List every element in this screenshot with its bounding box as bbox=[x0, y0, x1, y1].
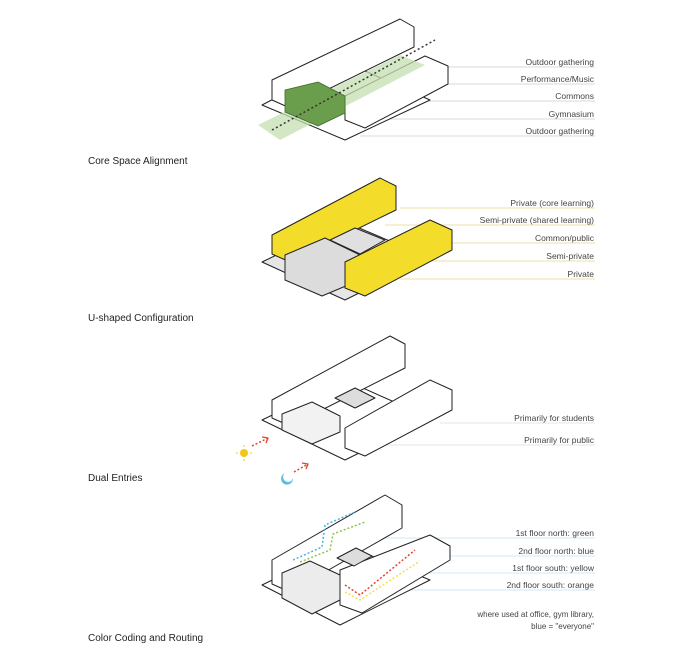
moon-icon bbox=[281, 473, 294, 485]
student-entry-arrow bbox=[251, 437, 269, 447]
core-space-alignment-diagram bbox=[258, 18, 595, 141]
label-gymnasium: Gymnasium bbox=[548, 109, 594, 119]
label-public: Primarily for public bbox=[524, 435, 594, 445]
label-common-public: Common/public bbox=[534, 233, 594, 243]
dual-entries-diagram bbox=[236, 335, 595, 485]
label-2nd-floor-north: 2nd floor north: blue bbox=[518, 546, 594, 556]
routing-note: where used at office, gym library, blue … bbox=[477, 609, 594, 633]
label-performance-music: Performance/Music bbox=[520, 74, 594, 84]
route-orange bbox=[344, 549, 416, 596]
label-2nd-floor-south: 2nd floor south: orange bbox=[506, 580, 594, 590]
label-private: Private bbox=[567, 269, 594, 279]
title-dual-entries: Dual Entries bbox=[88, 473, 143, 484]
routing-note-line-1: where used at office, gym library, bbox=[477, 610, 594, 619]
sun-rays bbox=[236, 445, 252, 461]
label-commons: Commons bbox=[555, 91, 594, 101]
label-private-core: Private (core learning) bbox=[510, 198, 594, 208]
title-color-coding-routing: Color Coding and Routing bbox=[88, 633, 204, 644]
u-shaped-configuration-diagram bbox=[261, 177, 595, 301]
label-outdoor-gathering-north: Outdoor gathering bbox=[525, 57, 594, 67]
label-1st-floor-north: 1st floor north: green bbox=[515, 528, 594, 538]
public-entry-arrow bbox=[293, 463, 309, 473]
label-students: Primarily for students bbox=[514, 413, 594, 423]
label-1st-floor-south: 1st floor south: yellow bbox=[512, 563, 594, 573]
label-semi-private: Semi-private bbox=[546, 251, 594, 261]
label-outdoor-gathering-south: Outdoor gathering bbox=[525, 126, 594, 136]
label-semi-private-shared: Semi-private (shared learning) bbox=[479, 215, 594, 225]
routing-note-line-2: blue = "everyone" bbox=[531, 622, 594, 631]
title-core-space-alignment: Core Space Alignment bbox=[88, 156, 188, 167]
sun-icon bbox=[240, 449, 248, 457]
color-coding-routing-diagram bbox=[261, 494, 595, 626]
route-green bbox=[299, 521, 366, 563]
route-yellow bbox=[344, 560, 421, 601]
title-u-shaped-configuration: U-shaped Configuration bbox=[88, 313, 194, 324]
